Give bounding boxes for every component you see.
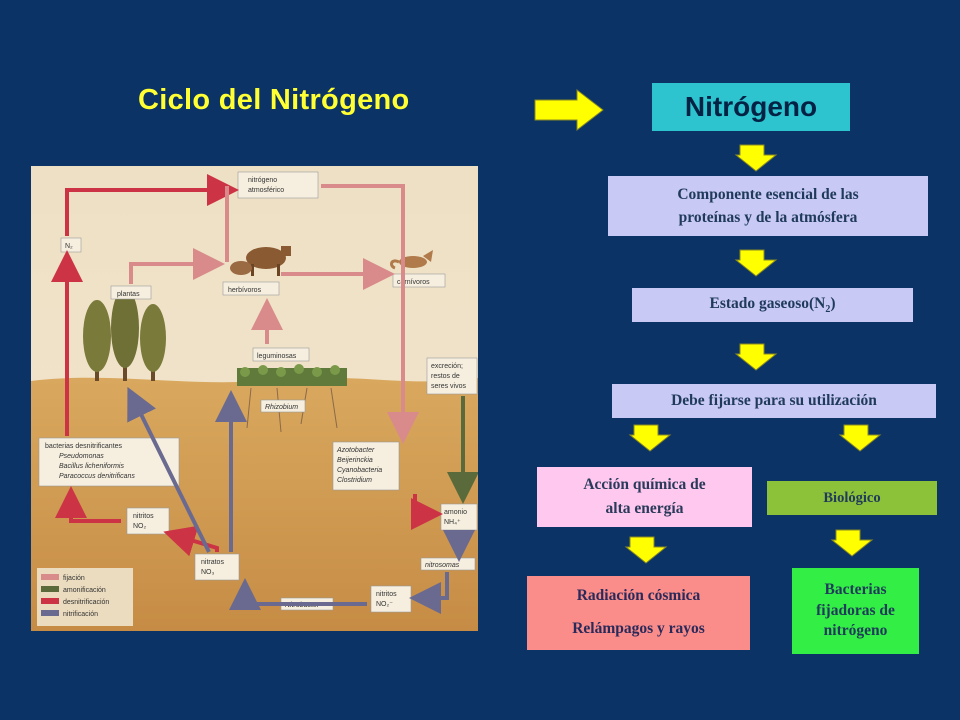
nitritos-upper-text-1: nitritos bbox=[133, 513, 154, 520]
label-fijadoras: Azotobacter Beijerinckia Cyanobacteria C… bbox=[332, 441, 400, 491]
accion-quimica-box: Acción química de alta energía bbox=[537, 467, 752, 527]
componente-box: Componente esencial de las proteínas y d… bbox=[608, 176, 928, 236]
fijacion-arrow bbox=[129, 248, 225, 284]
plantas-text: plantas bbox=[117, 291, 140, 298]
label-plantas: plantas bbox=[110, 285, 152, 300]
biologico-box: Biológico bbox=[767, 481, 937, 515]
down-arrow-icon bbox=[734, 343, 778, 371]
down-arrow-icon bbox=[838, 424, 882, 452]
fijacion-arrow bbox=[411, 494, 443, 530]
down-arrow-icon bbox=[628, 424, 672, 452]
rhizobium-text: Rhizobium bbox=[265, 404, 298, 411]
accion-quimica-line-2: alta energía bbox=[605, 500, 684, 517]
componente-line-2: proteínas y de la atmósfera bbox=[678, 209, 858, 226]
bacterias-line-2: fijadoras de bbox=[816, 601, 895, 619]
desnitrificacion-arrow bbox=[55, 486, 121, 523]
radiacion-box: Radiación cósmica Relámpagos y rayos bbox=[527, 576, 750, 650]
bacterias-line-1: Bacterias bbox=[824, 580, 887, 598]
beijerinckia-text: Beijerinckia bbox=[337, 457, 373, 464]
nitrificacion-arrow bbox=[409, 572, 449, 614]
desnitrificacion-arrow bbox=[163, 525, 219, 557]
excrecion-text-2: restos de bbox=[431, 373, 460, 380]
radiacion-line-1: Radiación cósmica bbox=[576, 587, 701, 605]
leguminosas-text: leguminosas bbox=[257, 353, 297, 360]
label-rhizobium: Rhizobium bbox=[260, 399, 306, 413]
pseudomonas-text: Pseudomonas bbox=[59, 453, 104, 460]
label-nitratos: nitratos NO₃ bbox=[194, 553, 240, 581]
amonio-text-1: amonio bbox=[444, 509, 467, 516]
herbivoros-text: herbívoros bbox=[228, 287, 262, 294]
nitratos-text-2: NO₃ bbox=[201, 569, 215, 576]
bacterias-box: Bacterias fijadoras de nitrógeno bbox=[792, 568, 919, 654]
fijacion-arrow bbox=[321, 184, 419, 444]
nitratos-text-1: nitratos bbox=[201, 559, 224, 566]
nitrificacion-arrow bbox=[127, 386, 211, 553]
n2-text: N₂ bbox=[65, 243, 73, 250]
label-leguminosas: leguminosas bbox=[252, 347, 310, 362]
down-arrow-icon bbox=[624, 536, 668, 564]
slide-title: Ciclo del Nitrógeno bbox=[138, 84, 410, 116]
componente-line-1: Componente esencial de las bbox=[677, 185, 859, 203]
trees-illustration bbox=[83, 288, 166, 381]
carnivoros-text: carnívoros bbox=[397, 279, 430, 286]
nitrogeno-atm-text-2: atmosférico bbox=[248, 187, 284, 194]
right-arrow-icon bbox=[534, 88, 604, 132]
accion-quimica-line-1: Acción química de bbox=[583, 475, 706, 493]
legend-amonificacion: amonificación bbox=[63, 587, 106, 594]
down-arrow-icon bbox=[734, 144, 778, 172]
herbivores-illustration bbox=[230, 246, 291, 276]
legend-nitrificacion: nitrificación bbox=[63, 611, 98, 618]
amonio-text-2: NH₄⁺ bbox=[444, 519, 461, 526]
bact-desn-text: bacterias desnitrificantes bbox=[45, 443, 123, 450]
label-n2: N₂ bbox=[60, 237, 82, 253]
nitritos-upper-text-2: NO₂ bbox=[133, 523, 147, 530]
label-carnivoros: carnívoros bbox=[392, 273, 446, 288]
legend-desnitrificacion: desnitrificación bbox=[63, 599, 109, 606]
nitrificacion-arrow bbox=[229, 578, 367, 610]
label-nitritos-lower: nitritos NO₂⁻ bbox=[370, 585, 412, 613]
nitrogen-cycle-diagram: nitrógeno atmosférico N₂ plantas herbívo… bbox=[31, 166, 478, 631]
paracoccus-text: Paracoccus denitrificans bbox=[59, 473, 135, 480]
nitrosomas-text: nitrosomas bbox=[425, 562, 460, 569]
label-nitrosomas: nitrosomas bbox=[420, 557, 476, 571]
nitritos-lower-text-1: nitritos bbox=[376, 591, 397, 598]
bacillus-text: Bacillus licheniformis bbox=[59, 463, 124, 470]
excrecion-text-1: excreción; bbox=[431, 363, 463, 370]
label-nitrogeno-atmosferico: nitrógeno atmosférico bbox=[237, 171, 319, 199]
label-herbivoros: herbívoros bbox=[222, 281, 280, 296]
nitrogeno-box: Nitrógeno bbox=[652, 83, 850, 131]
bacterias-line-3: nitrógeno bbox=[823, 622, 888, 640]
azotobacter-text: Azotobacter bbox=[336, 447, 375, 454]
cyanobacteria-text: Cyanobacteria bbox=[337, 467, 382, 474]
excrecion-text-3: seres vivos bbox=[431, 383, 467, 390]
down-arrow-icon bbox=[734, 249, 778, 277]
down-arrow-icon bbox=[830, 529, 874, 557]
estado-gaseoso-box: Estado gaseoso(N2) bbox=[632, 288, 913, 322]
fijarse-box: Debe fijarse para su utilización bbox=[612, 384, 936, 418]
legumes-illustration bbox=[237, 364, 347, 433]
label-excrecion: excreción; restos de seres vivos bbox=[426, 357, 478, 395]
cycle-arrows bbox=[51, 174, 478, 614]
label-amonio: amonio NH₄⁺ bbox=[440, 503, 478, 531]
estado-subscript: 2 bbox=[825, 304, 831, 316]
clostridium-text: Clostridium bbox=[337, 477, 372, 484]
diagram-legend: fijación amonificación desnitrificación … bbox=[37, 568, 133, 626]
fijacion-arrow bbox=[65, 174, 239, 236]
estado-text: Estado gaseoso(N bbox=[709, 295, 826, 313]
estado-gaseoso-label: Estado gaseoso(N2) bbox=[710, 292, 836, 317]
estado-close: ) bbox=[830, 295, 836, 313]
nitritos-lower-text-2: NO₂⁻ bbox=[376, 601, 393, 608]
nitrogeno-atm-text-1: nitrógeno bbox=[248, 177, 277, 184]
legend-fijacion: fijación bbox=[63, 575, 85, 582]
radiacion-line-2: Relámpagos y rayos bbox=[572, 620, 705, 637]
label-nitritos-upper: nitritos NO₂ bbox=[126, 507, 170, 535]
